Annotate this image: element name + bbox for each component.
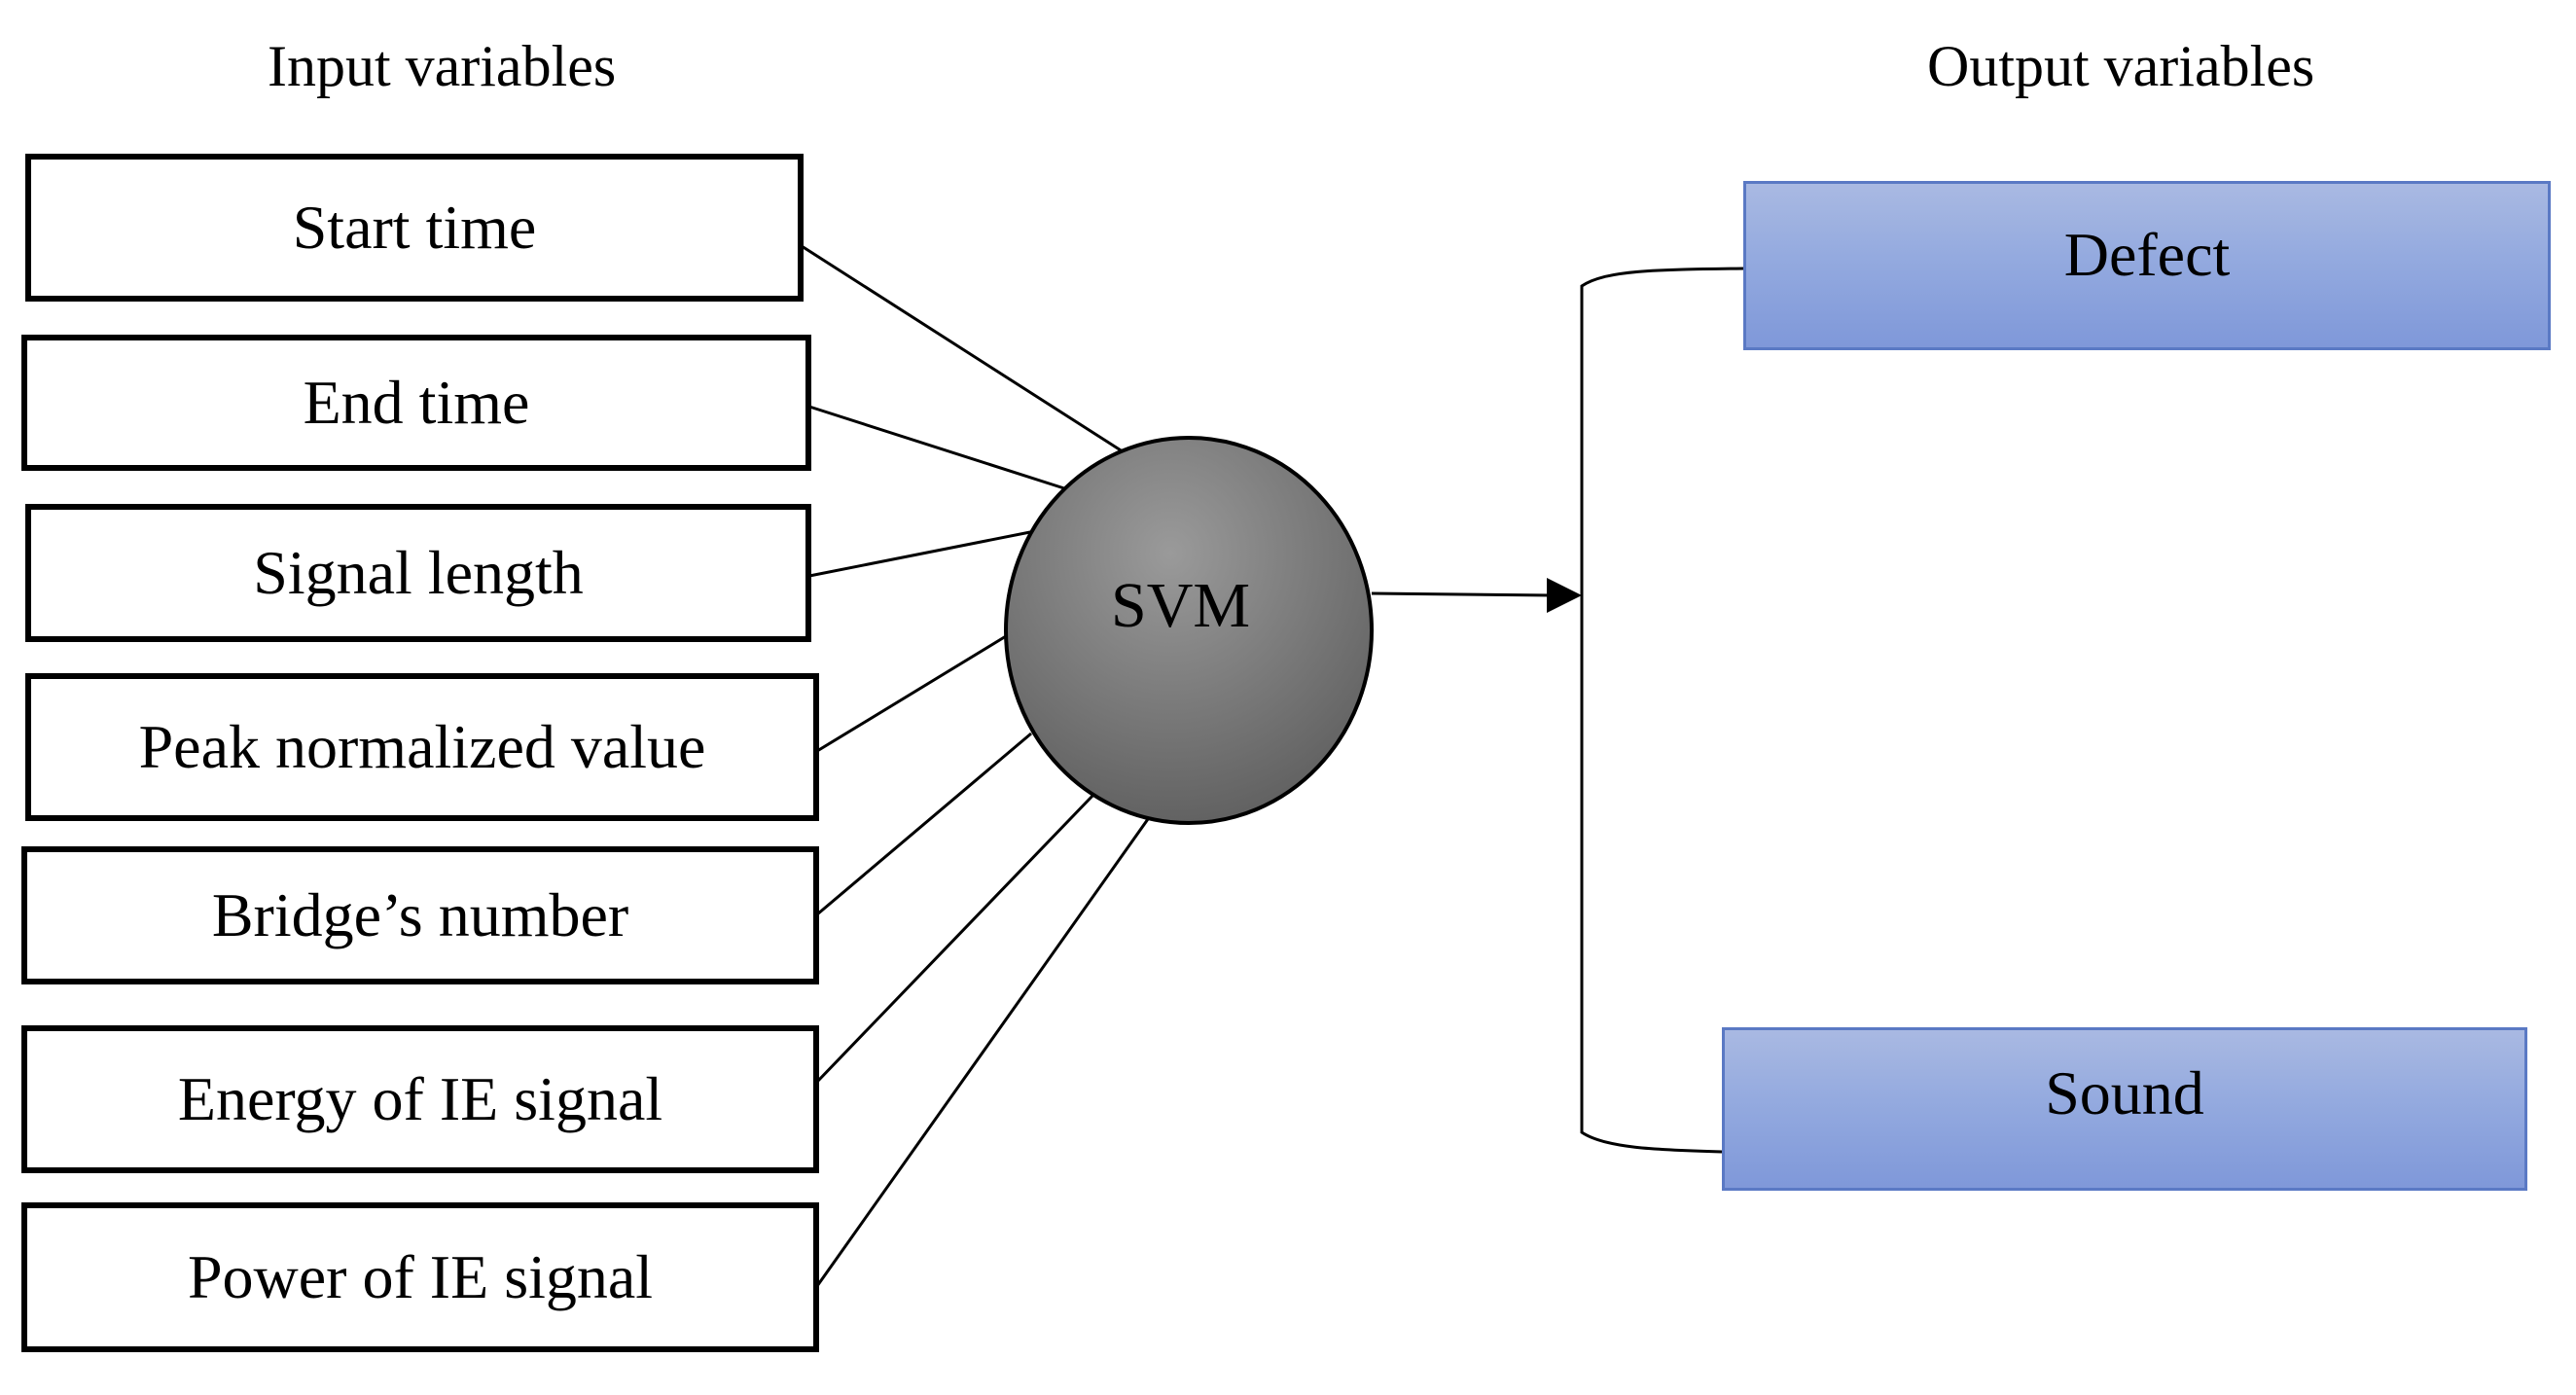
output-label-defect: Defect xyxy=(2063,220,2231,289)
output-variables-heading: Output variables xyxy=(1927,34,2315,98)
output-box-sound: Sound xyxy=(1722,1027,2527,1191)
arrowhead-icon xyxy=(1547,578,1582,613)
input-label-start-time: Start time xyxy=(292,193,537,262)
input-box-peak-normalized-value: Peak normalized value xyxy=(25,673,819,821)
input-variables-heading: Input variables xyxy=(268,34,617,98)
connector-peak-normalized-value xyxy=(816,634,1007,753)
input-box-start-time: Start time xyxy=(25,154,804,302)
connector-end-time xyxy=(808,405,1065,490)
output-arrow-line xyxy=(1371,591,1554,597)
input-box-signal-length: Signal length xyxy=(25,504,811,642)
input-label-signal-length: Signal length xyxy=(253,538,584,607)
input-box-energy-of-ie-signal: Energy of IE signal xyxy=(21,1025,819,1173)
connector-energy-of-ie-signal xyxy=(815,792,1096,1084)
output-bracket xyxy=(1580,267,1744,1154)
input-box-end-time: End time xyxy=(21,335,811,471)
input-label-power-of-ie-signal: Power of IE signal xyxy=(187,1242,654,1311)
connector-signal-length xyxy=(808,529,1036,578)
svm-node xyxy=(1004,436,1374,825)
input-box-power-of-ie-signal: Power of IE signal xyxy=(21,1202,819,1352)
svm-label: SVM xyxy=(1111,570,1251,641)
output-label-sound: Sound xyxy=(2045,1058,2204,1127)
input-label-peak-normalized-value: Peak normalized value xyxy=(138,712,706,781)
output-box-defect: Defect xyxy=(1743,181,2551,350)
input-label-bridges-number: Bridge’s number xyxy=(211,880,629,949)
connector-bridges-number xyxy=(816,732,1032,916)
connector-start-time xyxy=(801,244,1129,457)
input-label-energy-of-ie-signal: Energy of IE signal xyxy=(177,1064,663,1133)
connector-power-of-ie-signal xyxy=(815,818,1150,1287)
input-box-bridges-number: Bridge’s number xyxy=(21,846,819,984)
input-label-end-time: End time xyxy=(303,368,530,437)
